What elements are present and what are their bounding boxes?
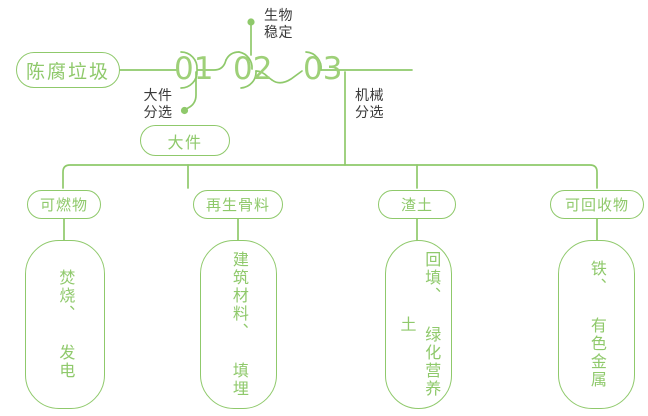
dot-biostable (247, 18, 255, 26)
detail-box-residue-soil-text: 回填、 绿化营养土 (397, 251, 442, 398)
category-pill-recyclable[interactable]: 可回收物 (550, 190, 644, 219)
output-pill-oversize-label: 大件 (167, 132, 203, 152)
output-pill-oversize[interactable]: 大件 (140, 125, 230, 156)
detail-box-recycled-aggregate[interactable]: 建筑材料、 填埋 (200, 240, 277, 409)
distribution-bus (62, 164, 598, 189)
detail-box-recyclable[interactable]: 铁、 有色金属 (558, 240, 635, 409)
source-node-pill[interactable]: 陈腐垃圾 (16, 52, 120, 88)
detail-box-residue-soil[interactable]: 回填、 绿化营养土 (385, 240, 452, 409)
step-number-01[interactable]: 01 (174, 51, 214, 87)
step-01-side-label: 大件 分选 (143, 88, 173, 121)
category-pill-recycled-aggregate-label: 再生骨料 (205, 196, 270, 214)
step-number-02[interactable]: 02 (233, 51, 273, 87)
step-number-03[interactable]: 03 (303, 51, 343, 87)
category-pill-recycled-aggregate[interactable]: 再生骨料 (193, 190, 283, 219)
detail-box-recyclable-text: 铁、 有色金属 (587, 260, 607, 389)
source-node-label: 陈腐垃圾 (25, 60, 110, 83)
category-pill-residue-soil-label: 渣土 (400, 196, 433, 214)
detail-box-combustible[interactable]: 焚烧、 发电 (25, 240, 105, 409)
category-pill-combustible-label: 可燃物 (39, 196, 88, 214)
step-02-top-label: 生物 稳定 (264, 8, 293, 41)
detail-box-recycled-aggregate-text: 建筑材料、 填埋 (229, 251, 249, 398)
category-pill-recyclable-label: 可回收物 (564, 196, 629, 214)
category-pill-combustible[interactable]: 可燃物 (27, 190, 101, 219)
category-pill-residue-soil[interactable]: 渣土 (378, 190, 456, 219)
step-03-side-label: 机械 分选 (355, 88, 384, 121)
detail-box-combustible-text: 焚烧、 发电 (56, 269, 76, 380)
link-step2-step3-b (271, 70, 303, 84)
